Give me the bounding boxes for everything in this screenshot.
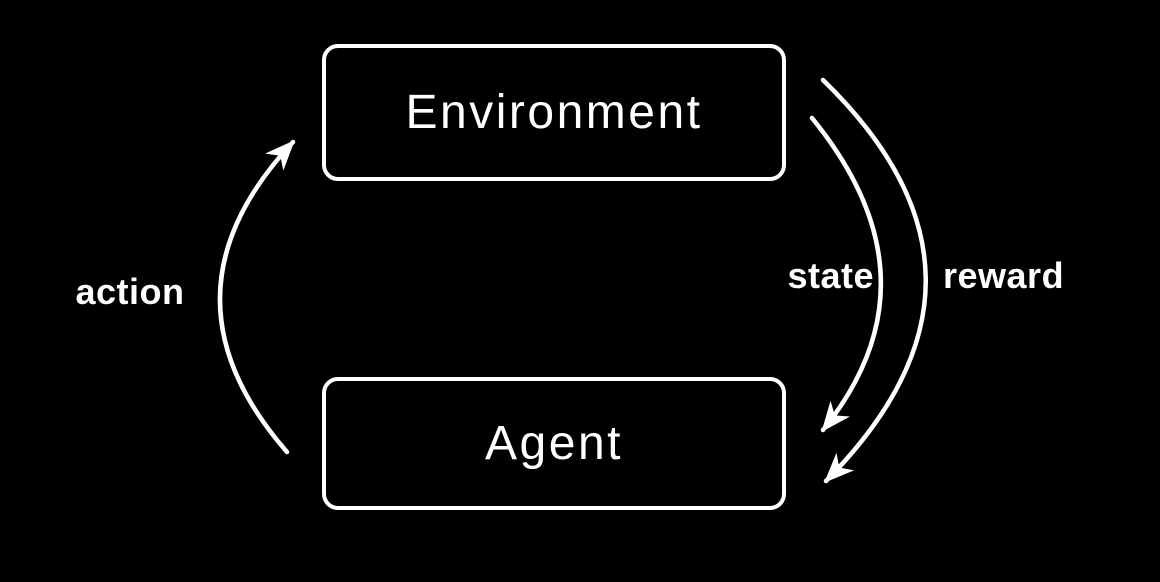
environment-node-label: Environment	[405, 86, 703, 139]
action-arrow	[217, 139, 296, 455]
reward-edge-label: reward	[943, 255, 1065, 296]
environment-node: Environment	[322, 44, 786, 181]
action-edge-label: action	[75, 271, 185, 312]
state-edge-label: state	[787, 255, 874, 296]
agent-node-label: Agent	[485, 417, 623, 470]
agent-node: Agent	[322, 377, 786, 510]
